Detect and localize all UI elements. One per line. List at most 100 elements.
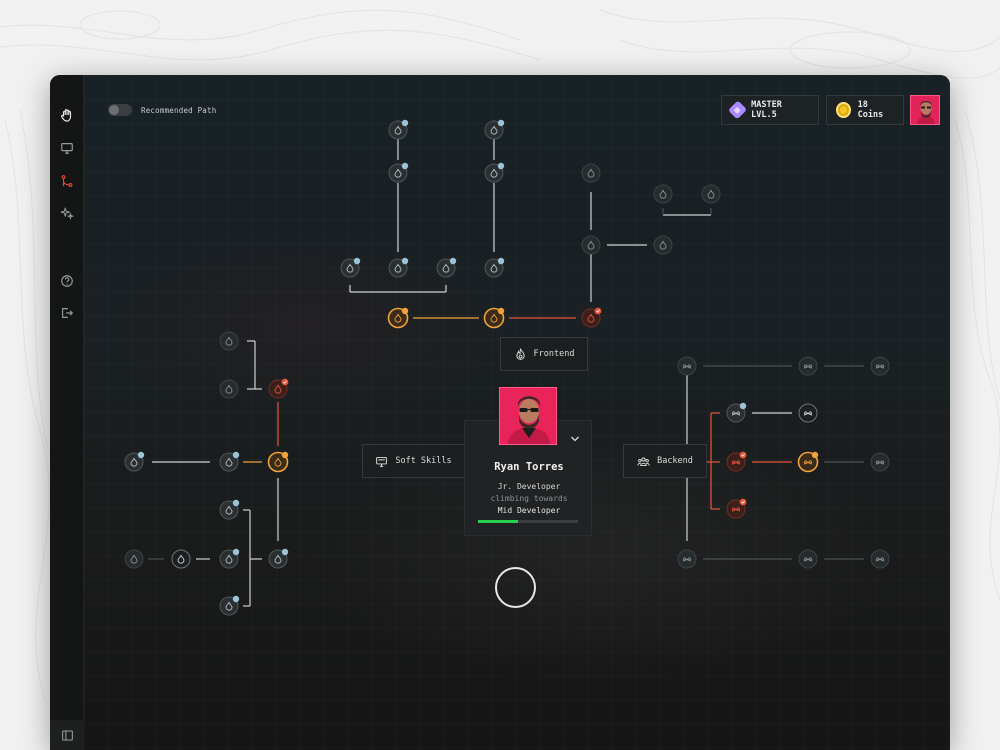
skill-node[interactable] xyxy=(219,452,239,472)
git-branch-icon[interactable] xyxy=(57,171,77,191)
progress-badge xyxy=(811,451,819,459)
skill-node[interactable] xyxy=(340,258,360,278)
coins-badge[interactable]: 18 Coins xyxy=(826,95,904,125)
flame-icon xyxy=(130,457,138,467)
skill-node[interactable] xyxy=(388,258,408,278)
coins-label: 18 Coins xyxy=(857,100,884,120)
flame-icon xyxy=(394,313,402,323)
complete-badge xyxy=(281,548,289,556)
users-icon xyxy=(804,557,812,562)
flame-icon xyxy=(225,505,233,515)
skill-node[interactable] xyxy=(484,258,504,278)
skill-node[interactable] xyxy=(171,549,191,569)
skill-node[interactable] xyxy=(581,235,601,255)
skill-node[interactable] xyxy=(219,596,239,616)
skill-node[interactable] xyxy=(653,184,673,204)
backend-label: Backend xyxy=(657,456,693,466)
flame-icon xyxy=(225,384,233,394)
skill-node[interactable] xyxy=(726,452,746,472)
users-icon xyxy=(683,364,691,369)
skill-node[interactable] xyxy=(870,549,890,569)
skill-node[interactable] xyxy=(701,184,721,204)
recommended-path-toggle[interactable]: Recommended Path xyxy=(108,104,216,116)
progress-bar-fill xyxy=(478,520,518,523)
skill-node[interactable] xyxy=(484,120,504,140)
check-icon xyxy=(596,309,600,313)
skill-node[interactable] xyxy=(726,499,746,519)
flame-icon xyxy=(274,384,282,394)
check-badge xyxy=(594,307,602,315)
users-icon xyxy=(804,411,812,416)
sidebar xyxy=(50,75,84,750)
skill-node[interactable] xyxy=(798,549,818,569)
flame-icon xyxy=(659,240,667,250)
skill-node[interactable] xyxy=(726,403,746,423)
skill-node[interactable] xyxy=(124,452,144,472)
progress-badge xyxy=(281,451,289,459)
profile-avatar[interactable] xyxy=(499,387,557,445)
profile-name: Ryan Torres xyxy=(494,461,564,473)
skill-node[interactable] xyxy=(677,549,697,569)
skill-node[interactable] xyxy=(124,549,144,569)
users-icon xyxy=(876,557,884,562)
users-icon xyxy=(732,411,740,416)
skill-node[interactable] xyxy=(677,356,697,376)
skill-node[interactable] xyxy=(219,500,239,520)
users-icon xyxy=(804,460,812,465)
skill-node[interactable] xyxy=(268,549,288,569)
backend-category-button[interactable]: Backend xyxy=(623,444,707,478)
complete-badge xyxy=(497,162,505,170)
skill-node[interactable] xyxy=(219,379,239,399)
check-icon xyxy=(741,500,745,504)
skill-node[interactable] xyxy=(798,403,818,423)
logout-icon[interactable] xyxy=(57,303,77,323)
flame-icon xyxy=(346,263,354,273)
level-badge[interactable]: MASTER LVL.5 xyxy=(721,95,819,125)
action-ring-button[interactable] xyxy=(495,567,536,608)
flame-icon xyxy=(274,554,282,564)
profile-subtitle: climbing towards xyxy=(490,494,568,503)
skill-node[interactable] xyxy=(581,308,601,328)
skill-node[interactable] xyxy=(870,356,890,376)
skill-node[interactable] xyxy=(870,452,890,472)
complete-badge xyxy=(497,257,505,265)
skill-node[interactable] xyxy=(436,258,456,278)
skill-node[interactable] xyxy=(484,163,504,183)
flame-icon xyxy=(225,601,233,611)
skill-tree xyxy=(124,119,890,616)
sparkles-icon[interactable] xyxy=(57,203,77,223)
skill-node[interactable] xyxy=(388,120,408,140)
skill-node[interactable] xyxy=(798,356,818,376)
complete-badge xyxy=(497,119,505,127)
toggle-switch[interactable] xyxy=(108,104,132,116)
flame-icon xyxy=(587,240,595,250)
check-badge xyxy=(739,498,747,506)
hand-icon[interactable] xyxy=(57,105,77,125)
sidebar-toggle-icon xyxy=(61,730,73,740)
monitor-icon xyxy=(376,456,388,467)
chevron-down-icon[interactable] xyxy=(569,433,581,445)
soft-skills-category-button[interactable]: Soft Skills xyxy=(362,444,465,478)
complete-badge xyxy=(232,548,240,556)
monitor-icon[interactable] xyxy=(57,138,77,158)
skill-node[interactable] xyxy=(268,379,288,399)
flame-icon xyxy=(225,336,233,346)
complete-badge xyxy=(401,119,409,127)
progress-bar xyxy=(478,520,578,523)
skill-node[interactable] xyxy=(219,331,239,351)
check-badge xyxy=(281,378,289,386)
flame-icon xyxy=(225,457,233,467)
check-badge xyxy=(739,451,747,459)
skill-node[interactable] xyxy=(653,235,673,255)
skill-tree-canvas: Recommended Path MASTER LVL.5 18 Coins F… xyxy=(84,75,950,750)
sidebar-collapse-button[interactable] xyxy=(50,720,84,750)
help-icon[interactable] xyxy=(57,271,77,291)
user-avatar[interactable] xyxy=(910,95,940,125)
skill-node[interactable] xyxy=(581,163,601,183)
skill-node[interactable] xyxy=(219,549,239,569)
frontend-category-button[interactable]: Frontend xyxy=(500,337,588,371)
flame-icon xyxy=(394,263,402,273)
skill-node[interactable] xyxy=(388,163,408,183)
flame-icon xyxy=(177,554,185,564)
